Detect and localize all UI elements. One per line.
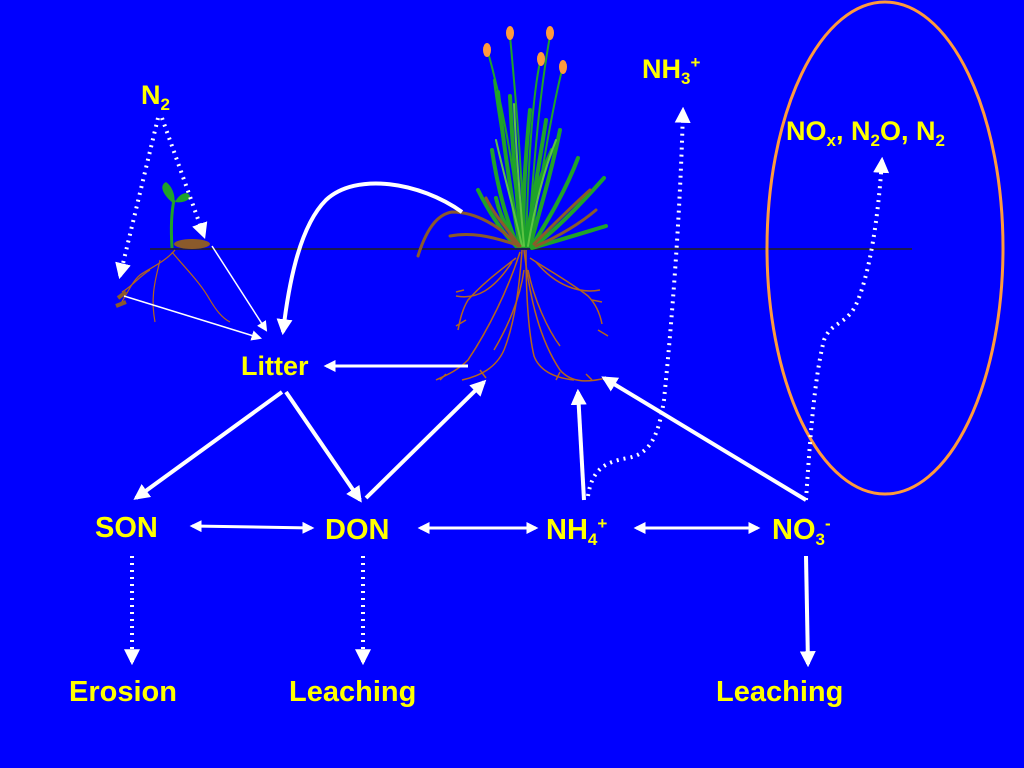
son-label: SON [95, 512, 158, 544]
nh4-label: NH4+ [546, 514, 608, 549]
seedling-icon [162, 182, 210, 249]
nh4-uptake-arrow [570, 388, 587, 501]
plant-to-litter-curved-arrow [276, 181, 464, 336]
leaching-label-left: Leaching [289, 676, 417, 708]
gaseous-loss-highlight-ellipse [765, 0, 1005, 496]
no3-label: NO3- [772, 514, 831, 549]
root-system-icon [435, 249, 609, 382]
n2-fixation-arrows [115, 117, 208, 280]
seedling-root-icon [115, 249, 231, 323]
son-don-exchange-arrow [189, 520, 315, 534]
leaching-label-right: Leaching [716, 676, 844, 708]
don-uptake-arrow [364, 379, 487, 500]
nh3-volatilization-arrow [586, 106, 691, 497]
litter-to-don-arrow [284, 390, 362, 503]
no3-leaching-arrow [799, 555, 816, 668]
gaseous-products-label: NOx, N2O, N2 [786, 116, 945, 150]
litter-label: Litter [241, 351, 309, 381]
n2-label: N2 [141, 80, 170, 114]
erosion-label: Erosion [69, 676, 177, 708]
no3-uptake-arrow [601, 376, 808, 502]
gaseous-loss-arrow [804, 156, 890, 501]
grass-plant-icon [416, 26, 608, 258]
nh3-label: NH3+ [642, 53, 701, 88]
litter-to-son-arrow [133, 390, 284, 500]
don-label: DON [325, 514, 390, 546]
seedling-to-litter-arrows [123, 245, 268, 341]
